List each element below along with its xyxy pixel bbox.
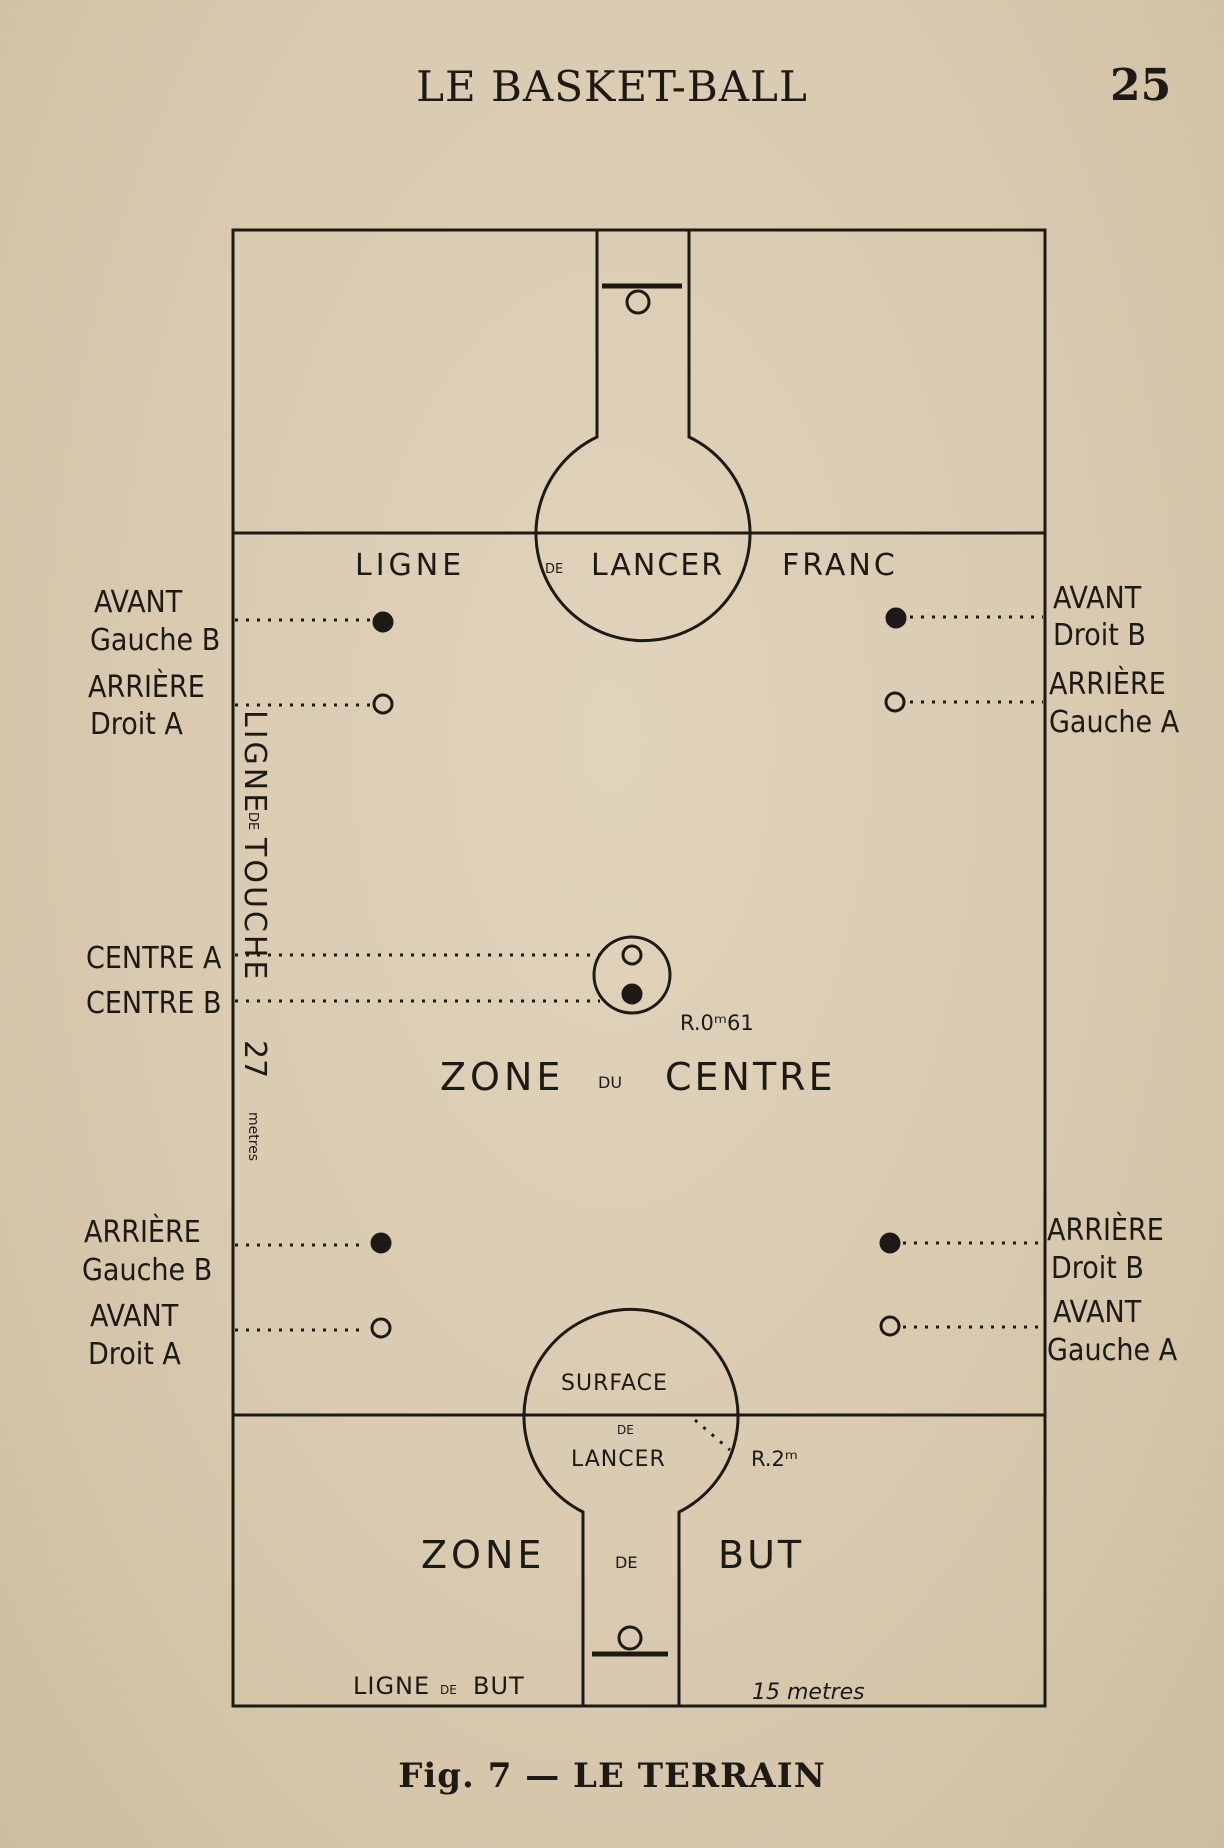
ftl-de-label: DE — [545, 562, 563, 577]
player-right-1-role: AVANT — [1053, 581, 1142, 616]
player-marker-right-1 — [885, 607, 907, 629]
page-number: 25 — [1110, 60, 1172, 111]
player-right-1-side: Droit B — [1053, 618, 1146, 653]
surface-radius-label: R.2ᵐ — [751, 1447, 798, 1471]
center-zone-centre-label: CENTRE — [665, 1055, 836, 1099]
sideline-touche-label: TOUCHE — [237, 837, 272, 982]
ftl-franc-label: FRANC — [782, 548, 898, 583]
top-basket-icon — [625, 289, 651, 315]
court-lines — [231, 228, 1047, 1708]
surface-de-label: DE — [617, 1423, 634, 1437]
player-right-4-role: AVANT — [1053, 1295, 1142, 1330]
player-marker-right-3 — [879, 1232, 901, 1254]
radius-pointer — [694, 1418, 731, 1452]
player-left-4-role: ARRIÈRE — [84, 1214, 201, 1250]
page-header-title: LE BASKET-BALL — [416, 62, 808, 111]
player-left-3-centre-a: CENTRE A — [86, 941, 222, 976]
player-marker-centre-a — [621, 944, 643, 966]
sideline-length-unit: metres — [245, 1112, 261, 1161]
player-left-4-side: Gauche B — [82, 1253, 212, 1288]
player-marker-left-1 — [372, 611, 394, 633]
player-marker-left-2 — [372, 693, 394, 715]
center-zone-zone-label: ZONE — [440, 1055, 564, 1099]
sideline-de-label: DE — [245, 812, 260, 830]
player-right-2-side: Gauche A — [1049, 705, 1180, 740]
player-markers — [370, 607, 907, 1339]
sideline-label: LIGNE DE TOUCHE 27 metres — [237, 710, 272, 1161]
player-left-3-centre-b: CENTRE B — [86, 986, 221, 1021]
player-right-3-side: Droit B — [1051, 1251, 1144, 1286]
player-left-1-side: Gauche B — [90, 623, 220, 658]
player-left-5-role: AVANT — [90, 1299, 179, 1334]
center-radius-label: R.0ᵐ61 — [680, 1011, 754, 1035]
top-keyhole — [534, 230, 752, 643]
goal-line-but-label: BUT — [473, 1672, 525, 1700]
court-boundary — [231, 228, 1047, 1708]
player-left-2-side: Droit A — [90, 707, 183, 742]
center-circle — [592, 935, 672, 1015]
center-zone-du-label: DU — [598, 1073, 622, 1092]
player-right-2-role: ARRIÈRE — [1049, 666, 1166, 702]
sideline-length-value: 27 — [237, 1040, 272, 1078]
bottom-keyhole — [522, 1307, 740, 1706]
leader-lines — [235, 615, 1043, 1452]
surface-label: SURFACE — [561, 1371, 668, 1396]
player-marker-left-4 — [370, 1232, 392, 1254]
player-marker-right-2 — [884, 691, 906, 713]
player-marker-right-4 — [879, 1315, 901, 1337]
player-right-3-role: ARRIÈRE — [1047, 1212, 1164, 1248]
sideline-ligne-label: LIGNE — [237, 710, 272, 815]
ftl-ligne-label: LIGNE — [355, 548, 465, 583]
goal-line-ligne-label: LIGNE — [353, 1672, 430, 1700]
goal-zone-zone-label: ZONE — [421, 1533, 545, 1577]
player-marker-left-5 — [370, 1317, 392, 1339]
player-left-2-role: ARRIÈRE — [88, 669, 205, 705]
player-left-1-role: AVANT — [94, 585, 183, 620]
ftl-lancer-label: LANCER — [591, 548, 724, 583]
surface-lancer-label: LANCER — [571, 1447, 666, 1472]
width-label: 15 metres — [752, 1680, 865, 1705]
player-right-4-side: Gauche A — [1047, 1333, 1178, 1368]
goal-line-de-label: DE — [440, 1683, 457, 1697]
bottom-basket-icon — [617, 1625, 643, 1651]
goal-zone-de-label: DE — [615, 1553, 637, 1572]
player-marker-centre-b — [621, 983, 643, 1005]
goal-zone-but-label: BUT — [718, 1533, 804, 1577]
player-left-5-side: Droit A — [88, 1337, 181, 1372]
figure-caption: Fig. 7 — LE TERRAIN — [398, 1756, 826, 1796]
